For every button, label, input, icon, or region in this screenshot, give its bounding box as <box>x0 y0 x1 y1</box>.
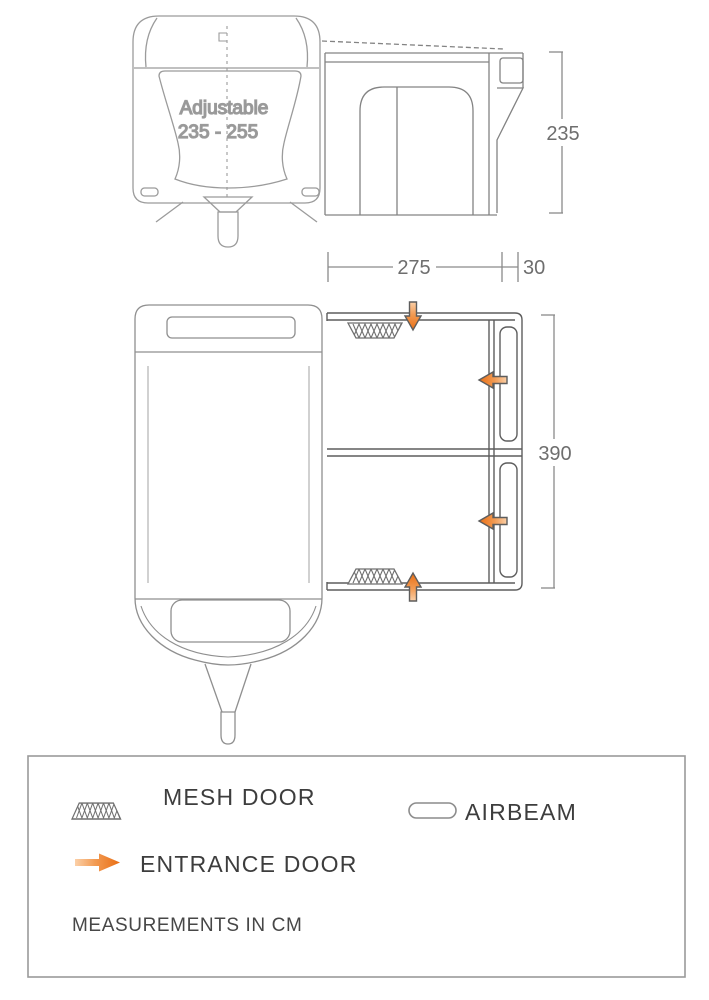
dim-wall-offset-value: 30 <box>523 257 545 279</box>
entrance-arrow-right-lower-icon <box>478 512 508 530</box>
plan-caravan-aframe <box>204 663 252 713</box>
caravan-front-seam-left <box>144 17 158 68</box>
adjustable-range: 235 - 255 <box>178 122 258 143</box>
caravan-front-light-left <box>140 187 159 197</box>
entrance-arrow-bottom-icon <box>404 572 422 602</box>
dimension-depth: 275 30 <box>327 252 545 282</box>
plan-caravan-nose-inner-curve <box>140 605 317 658</box>
caravan-front-hitch <box>202 196 254 213</box>
mesh-door-label: MESH DOOR <box>163 784 316 810</box>
caravan-front-aerial-mark <box>218 32 227 42</box>
dimension-height: 235 <box>546 51 580 214</box>
side-roof-dashed-line <box>321 40 505 50</box>
side-door-outline <box>359 86 474 215</box>
awning-plan-view <box>326 301 523 602</box>
caravan-front-view: Adjustable 235 - 255 <box>132 15 321 248</box>
plan-caravan-window-strip <box>166 316 296 339</box>
airbeam-icon <box>408 802 457 819</box>
caravan-front-seam-right <box>295 17 309 68</box>
entrance-arrow-right-upper-icon <box>478 371 508 389</box>
caravan-front-light-right <box>301 187 320 197</box>
caravan-front-window-panel <box>158 70 302 189</box>
airbeam-label: AIRBEAM <box>465 799 577 825</box>
caravan-front-leg-right <box>289 201 318 223</box>
entrance-arrow-top-icon <box>404 301 422 331</box>
mesh-door-icon-bottom <box>348 569 402 584</box>
legend-box <box>27 755 686 978</box>
plan-caravan-coupler <box>220 711 236 745</box>
side-caravan-window <box>499 57 524 84</box>
caravan-plan-view <box>134 304 323 745</box>
dim-depth-value: 275 <box>397 257 430 279</box>
plan-awning-bottom-edge-outer <box>327 582 523 591</box>
plan-awning-top-edge-outer <box>327 312 523 321</box>
measurements-note: MEASUREMENTS IN CM <box>72 915 302 936</box>
caravan-front-coupler <box>217 211 239 248</box>
mesh-door-icon-top <box>348 323 402 338</box>
entrance-door-label: ENTRANCE DOOR <box>140 851 358 877</box>
dim-width-value: 390 <box>538 443 571 465</box>
dimension-width: 390 <box>538 314 572 589</box>
side-caravan-profile <box>496 53 525 213</box>
adjustable-label: Adjustable <box>180 98 269 119</box>
legend: MESH DOOR AIRBEAM ENTRANCE DOOR MEASUREM… <box>27 755 686 978</box>
dim-height-value: 235 <box>546 123 579 145</box>
mesh-door-legend-icon <box>72 803 121 819</box>
entrance-door-arrow-icon <box>75 853 120 872</box>
caravan-front-leg-left <box>155 201 184 223</box>
plan-caravan-body <box>134 304 323 666</box>
plan-caravan-front-box <box>170 599 291 643</box>
caravan-front-body <box>132 15 321 204</box>
awning-side-view <box>321 40 525 216</box>
